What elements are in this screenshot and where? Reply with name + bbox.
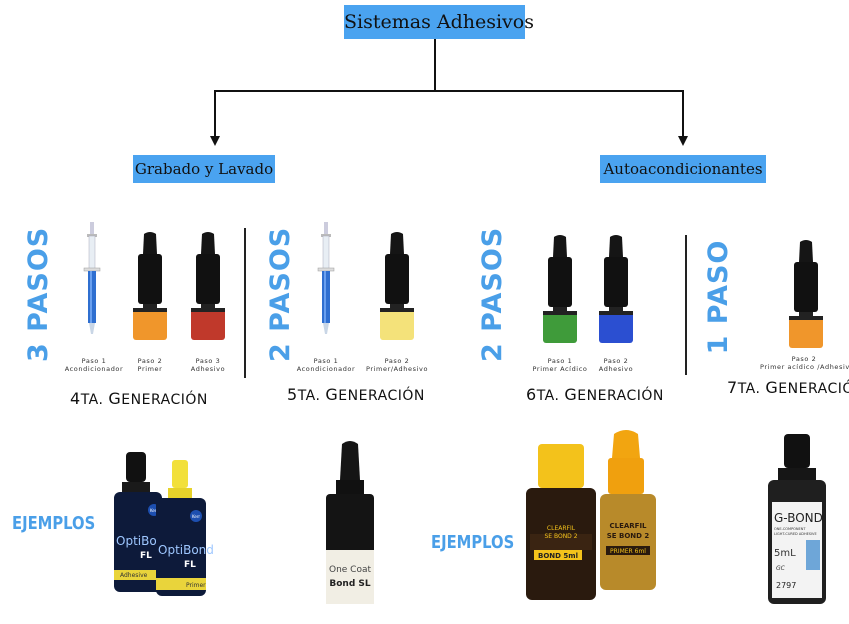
gbond-sub2: LIGHT-CURED ADHESIVE (774, 532, 817, 536)
branch-label-autoacondicionantes: Autoacondicionantes (603, 160, 763, 178)
generation-label-4ta: 4ta. Generación (70, 389, 208, 408)
gbond-volume: 5mL (774, 548, 796, 559)
onecoat-bond: Bond SL (329, 579, 371, 589)
tree-crossbar (214, 90, 684, 92)
gbond-brand: GC (776, 565, 786, 572)
group-divider-left (244, 228, 246, 378)
optibond-primer-label: Primer (186, 582, 206, 589)
onecoat-name: One Coat (329, 565, 371, 575)
product-image-clearfil: CLEARFIL SE BOND 2 BOND 5ml CLEARFIL SE … (526, 430, 656, 600)
right-arrow-icon (678, 136, 688, 146)
generation-label-5ta: 5ta. Generación (287, 385, 425, 404)
optibond-fl-primer: FL (184, 560, 196, 570)
step-label-4ta-1: Paso 1 Acondicionador (64, 357, 124, 373)
step-label-7ta-1: Paso 2 Primer acídico /Adhesivo (760, 355, 849, 371)
gbond-sub1: ONE-COMPONENT (774, 527, 806, 531)
right-branch-line (682, 90, 684, 138)
gbond-name: G-BOND (774, 511, 823, 525)
step-label-5ta-1: Paso 1 Acondicionador (296, 357, 356, 373)
step-label-4ta-3: Paso 3 Adhesivo (190, 357, 226, 373)
clearfil-bond-label: BOND 5ml (538, 552, 578, 560)
examples-label-right: EJEMPLOS (431, 532, 515, 553)
optibond-adhesive-label: Adhesive (120, 572, 148, 579)
bottle-icon-green-6ta (543, 235, 577, 343)
branch-label-grabado: Grabado y Lavado (134, 160, 274, 178)
optibond-brand-adhesive: Kerr (150, 508, 158, 513)
clearfil-sebond-primer: SE BOND 2 (607, 532, 650, 540)
tree-trunk (434, 39, 436, 91)
examples-label-left: EJEMPLOS (12, 513, 96, 534)
branch-box-grabado: Grabado y Lavado (133, 155, 275, 183)
bottle-icon-orange-7ta (789, 240, 823, 348)
step-label-6ta-1: Paso 1 Primer Acídico (532, 357, 588, 373)
clearfil-name-primer: CLEARFIL (609, 522, 647, 530)
left-arrow-icon (210, 136, 220, 146)
clearfil-sebond-bond: SE BOND 2 (544, 533, 577, 540)
product-image-optibond: Kerr OptiBond FL Adhesive Kerr OptiBond … (114, 452, 214, 596)
gbond-code: 2797 (776, 581, 796, 590)
steps-label-4ta: 3 PASOS (23, 226, 54, 362)
clearfil-primer-label: PRIMER 6ml (610, 548, 646, 555)
generation-label-7ta: 7ta. Generación (727, 378, 849, 397)
bottle-icon-red-4ta (191, 232, 225, 340)
title-text: Sistemas Adhesivos (344, 11, 534, 33)
left-branch-line (214, 90, 216, 138)
bottle-icon-yellow-5ta (380, 232, 414, 340)
optibond-brand-primer: Kerr (192, 514, 200, 519)
title-box: Sistemas Adhesivos (344, 5, 534, 39)
steps-label-6ta: 2 PASOS (477, 226, 508, 362)
clearfil-name-bond: CLEARFIL (547, 525, 576, 532)
bottle-icon-orange-4ta (133, 232, 167, 340)
optibond-fl-adhesive: FL (140, 551, 152, 561)
steps-label-7ta: 1 PASO (703, 239, 734, 355)
syringe-icon-5ta (317, 222, 335, 334)
product-image-onecoat: One Coat Bond SL (326, 441, 374, 604)
syringe-icon-4ta (83, 222, 101, 334)
generation-label-6ta: 6ta. Generación (526, 385, 664, 404)
step-label-4ta-2: Paso 2 Primer (137, 357, 163, 373)
steps-label-5ta: 2 PASOS (265, 226, 296, 362)
group-divider-right (685, 235, 687, 375)
product-image-gbond: G-BOND ONE-COMPONENT LIGHT-CURED ADHESIV… (768, 434, 826, 604)
branch-box-autoacondicionantes: Autoacondicionantes (600, 155, 766, 183)
step-label-5ta-2: Paso 2 Primer/Adhesivo (365, 357, 429, 373)
optibond-name-primer: OptiBond (158, 543, 214, 557)
step-label-6ta-2: Paso 2 Adhesivo (598, 357, 634, 373)
bottle-icon-blue-6ta (599, 235, 633, 343)
